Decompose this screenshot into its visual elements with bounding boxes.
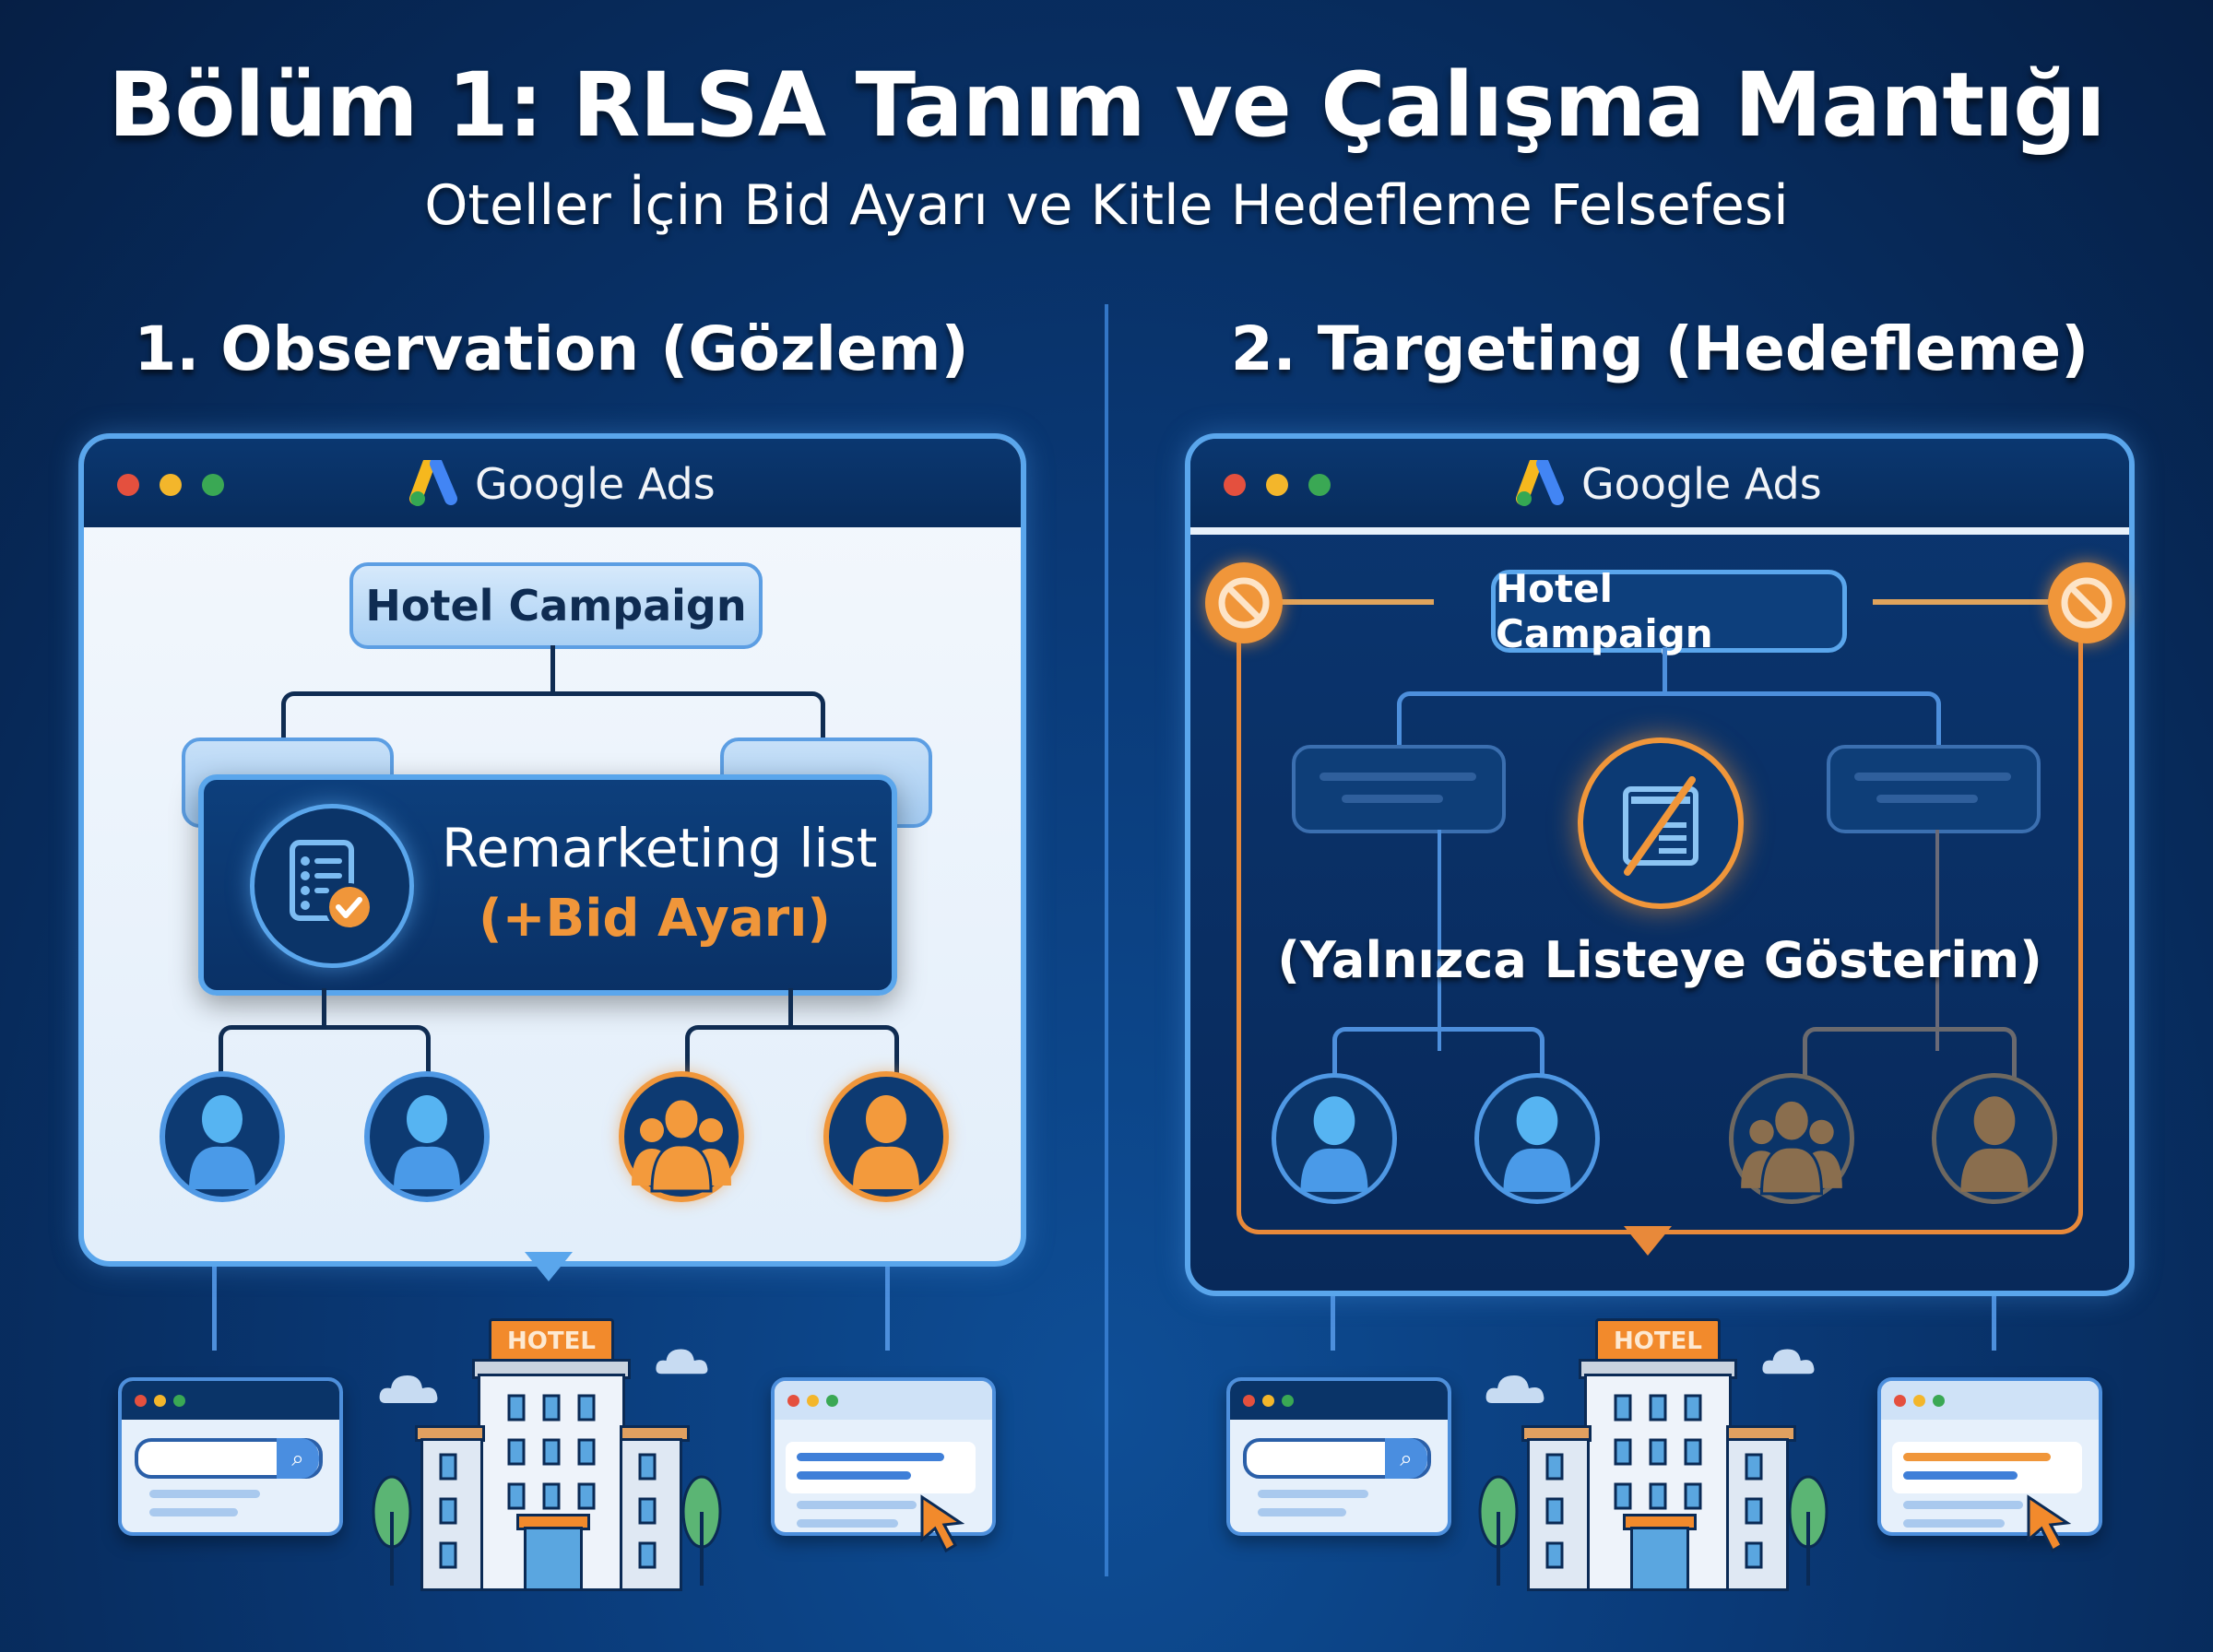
tree-branch — [1332, 1027, 1544, 1080]
observation-section-title: 1. Observation (Gözlem) — [134, 313, 969, 384]
window-pointer — [525, 1252, 573, 1281]
tree-line — [1935, 830, 1939, 1051]
ad-group-card-right[interactable] — [1827, 745, 2041, 833]
audience-user-icon[interactable] — [1474, 1073, 1600, 1204]
list-check-icon — [250, 804, 414, 968]
tree-branch — [685, 1025, 899, 1076]
targeting-window: Google Ads Hotel Campaign (Yalnızca List… — [1185, 433, 2135, 1296]
tree-branch — [1397, 691, 1941, 753]
connector-line — [1331, 1254, 1335, 1351]
cloud-icon — [1485, 1375, 1544, 1403]
tree-branch — [219, 1025, 431, 1076]
tree-branch — [281, 691, 825, 744]
remarketing-list-card[interactable]: Remarketing list (+Bid Ayarı) — [198, 774, 897, 996]
excluded-audience-group-icon[interactable] — [1729, 1073, 1854, 1204]
audience-user-icon[interactable] — [823, 1071, 949, 1202]
tree-icon — [681, 1475, 722, 1586]
cloud-icon — [656, 1349, 708, 1375]
tree-line — [550, 645, 555, 693]
app-name: Google Ads — [1581, 459, 1822, 509]
hotel-building: HOTEL — [369, 1309, 722, 1604]
excluded-audience-user-icon[interactable] — [1932, 1073, 2057, 1204]
google-ads-logo-icon — [409, 460, 457, 506]
connector-line — [212, 1254, 217, 1351]
result-browser-window — [771, 1377, 996, 1536]
campaign-node-label: Hotel Campaign — [1496, 566, 1713, 656]
tree-line — [1663, 647, 1667, 693]
hotel-sign: HOTEL — [1595, 1318, 1721, 1364]
audience-user-icon[interactable] — [1272, 1073, 1397, 1204]
search-browser-window: ⌕ — [118, 1377, 343, 1536]
result-browser-window — [1877, 1377, 2102, 1536]
window-maximize-dot[interactable] — [1308, 474, 1331, 496]
cloud-icon — [379, 1375, 438, 1403]
page-title: Bölüm 1: RLSA Tanım ve Çalışma Mantığı — [108, 53, 2106, 157]
remarketing-title: Remarketing list — [442, 817, 878, 879]
tree-line — [788, 988, 793, 1025]
hotel-campaign-node[interactable]: Hotel Campaign — [349, 562, 763, 649]
cursor-icon — [920, 1494, 965, 1553]
block-icon — [2048, 562, 2125, 643]
search-icon[interactable]: ⌕ — [277, 1438, 319, 1479]
section-divider — [1105, 304, 1108, 1576]
hotel-building: HOTEL — [1475, 1309, 1828, 1604]
targeting-caption: (Yalnızca Listeye Gösterim) — [1277, 931, 2042, 989]
observation-window: Google Ads Hotel Campaign Remarketing li… — [78, 433, 1026, 1281]
block-icon — [1205, 562, 1283, 643]
ad-result[interactable] — [1892, 1442, 2082, 1493]
audience-user-icon[interactable] — [364, 1071, 490, 1202]
tree-branch — [1803, 1027, 2017, 1080]
ad-result[interactable] — [786, 1442, 976, 1493]
google-ads-brand: Google Ads — [408, 459, 716, 509]
window-minimize-dot[interactable] — [160, 474, 182, 496]
search-browser-window: ⌕ — [1226, 1377, 1451, 1536]
targeting-section-title: 2. Targeting (Hedefleme) — [1230, 313, 2089, 384]
window-titlebar: Google Ads — [1190, 439, 2129, 535]
restriction-bar — [1873, 599, 2053, 605]
blocked-ad-icon — [1578, 738, 1744, 909]
restriction-bar — [1260, 599, 1434, 605]
hotel-campaign-node[interactable]: Hotel Campaign — [1491, 566, 1847, 656]
tree-line — [1438, 830, 1441, 1051]
tree-icon — [1478, 1475, 1519, 1586]
tree-line — [322, 988, 326, 1025]
tree-icon — [1788, 1475, 1828, 1586]
cloud-icon — [1762, 1349, 1815, 1375]
google-ads-logo-icon — [1516, 460, 1564, 506]
hotel-sign: HOTEL — [489, 1318, 614, 1364]
window-titlebar: Google Ads — [84, 439, 1021, 527]
google-ads-brand: Google Ads — [1515, 459, 1822, 509]
campaign-node-label: Hotel Campaign — [365, 581, 747, 631]
audience-user-icon[interactable] — [160, 1071, 285, 1202]
window-close-dot[interactable] — [1224, 474, 1246, 496]
window-close-dot[interactable] — [117, 474, 139, 496]
window-minimize-dot[interactable] — [1266, 474, 1288, 496]
bid-adjust-label: (+Bid Ayarı) — [479, 889, 832, 949]
tree-icon — [372, 1475, 412, 1586]
audience-group-icon[interactable] — [619, 1071, 744, 1202]
ad-group-card-left[interactable] — [1292, 745, 1506, 833]
cursor-icon — [2027, 1494, 2072, 1553]
frame-pointer — [1624, 1226, 1672, 1256]
window-maximize-dot[interactable] — [202, 474, 224, 496]
app-name: Google Ads — [475, 459, 716, 509]
page-subtitle: Oteller İçin Bid Ayarı ve Kitle Hedeflem… — [424, 173, 1789, 238]
connector-line — [1992, 1254, 1996, 1351]
search-icon[interactable]: ⌕ — [1385, 1438, 1427, 1479]
